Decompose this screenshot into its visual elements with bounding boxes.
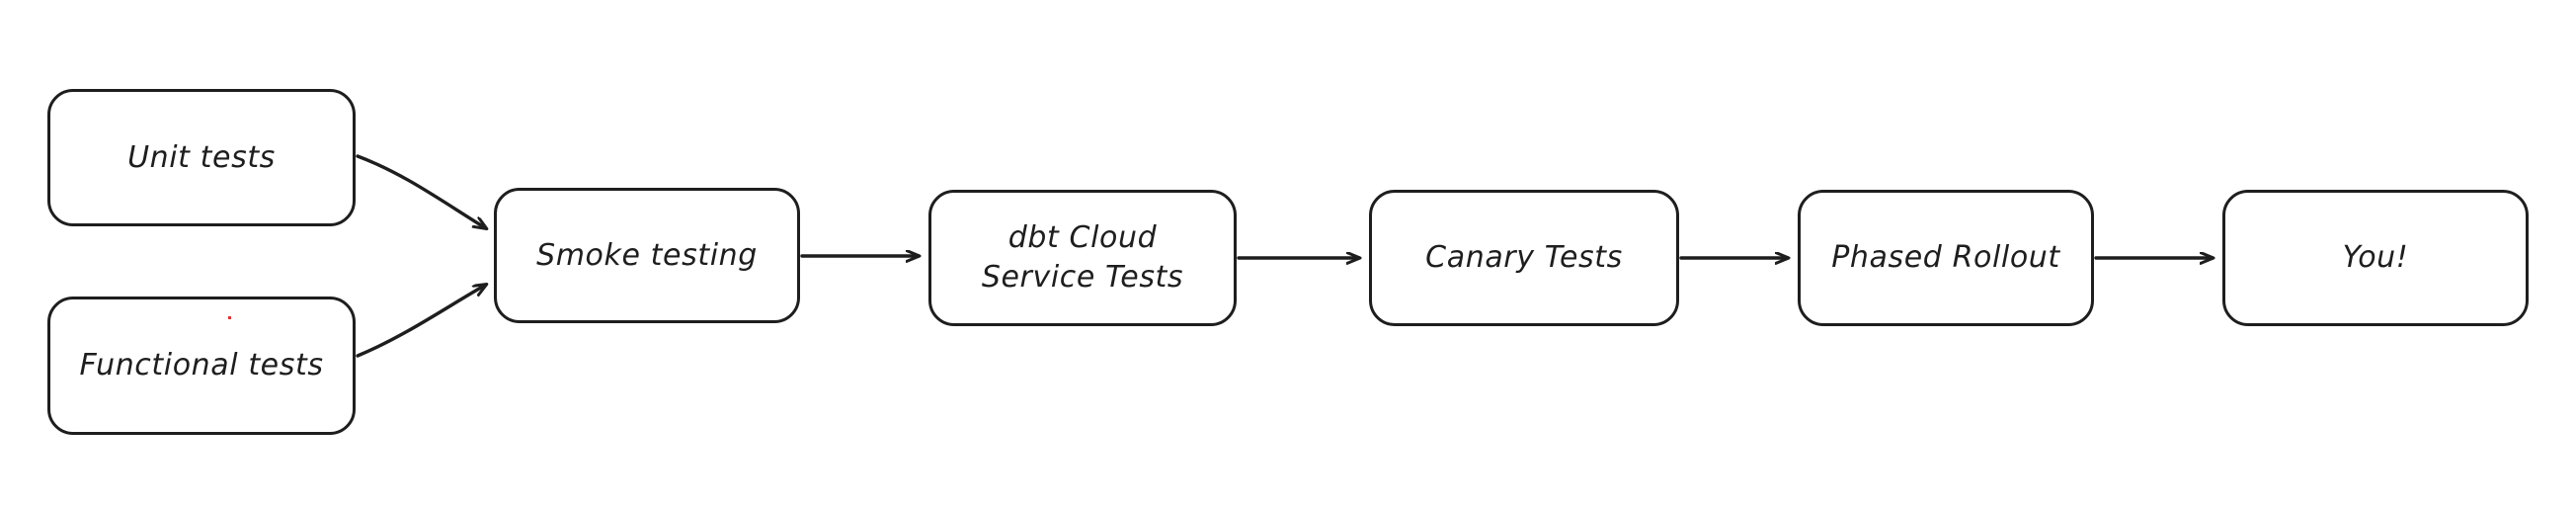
node-canary-tests[interactable]: Canary Tests	[1369, 190, 1679, 326]
node-canary-tests-label: Canary Tests	[1425, 240, 1623, 276]
node-unit-tests-label: Unit tests	[127, 139, 276, 175]
node-functional-tests-label: Functional tests	[79, 348, 324, 383]
node-dbt-cloud-service-tests[interactable]: dbt Cloud Service Tests	[928, 190, 1237, 326]
node-you-label: You!	[2342, 240, 2409, 276]
stray-red-speck	[228, 316, 231, 319]
node-smoke-testing[interactable]: Smoke testing	[494, 188, 800, 323]
node-smoke-testing-label: Smoke testing	[536, 237, 758, 273]
node-functional-tests[interactable]: Functional tests	[47, 297, 356, 435]
node-unit-tests[interactable]: Unit tests	[47, 89, 356, 226]
edge-functional-tests-to-smoke-testing	[356, 285, 486, 358]
node-phased-rollout-label: Phased Rollout	[1831, 240, 2060, 276]
edge-unit-tests-to-smoke-testing	[356, 154, 486, 228]
node-you[interactable]: You!	[2222, 190, 2529, 326]
node-phased-rollout[interactable]: Phased Rollout	[1798, 190, 2094, 326]
node-dbt-cloud-service-tests-label: dbt Cloud Service Tests	[981, 220, 1184, 295]
